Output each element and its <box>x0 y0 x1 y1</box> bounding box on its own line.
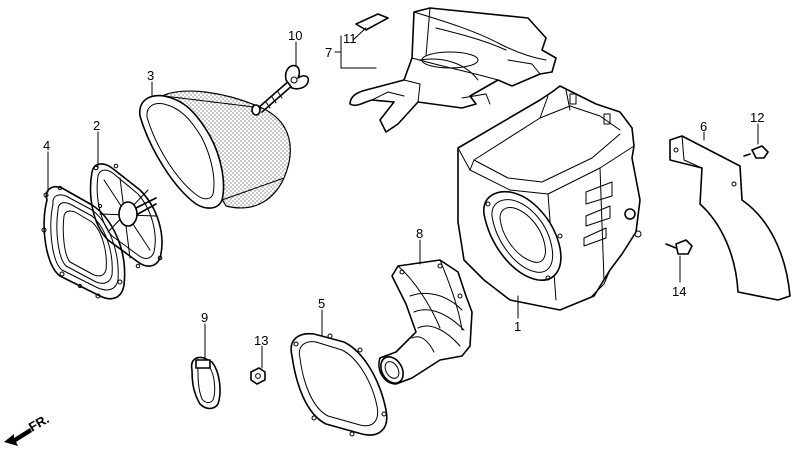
part-7-upper-cover <box>349 7 557 133</box>
label-part-6: 6 <box>700 119 707 134</box>
label-part-9: 9 <box>201 310 208 325</box>
part-6-side-panel <box>669 135 791 301</box>
label-part-3: 3 <box>147 68 154 83</box>
leader-lines <box>47 27 759 369</box>
part-number-labels: 3 2 4 10 11 7 8 1 6 12 14 5 9 13 <box>43 28 764 348</box>
part-8-intake-boot <box>378 259 473 385</box>
label-part-4: 4 <box>43 138 50 153</box>
part-3-foam-filter <box>139 90 291 209</box>
part-9-hose-clamp <box>190 356 221 410</box>
part-2-filter-cage <box>89 163 163 269</box>
part-1-air-cleaner-case <box>457 85 642 311</box>
label-part-10: 10 <box>288 28 302 43</box>
label-part-11: 11 <box>343 31 357 46</box>
label-part-14: 14 <box>672 284 686 299</box>
label-part-7: 7 <box>325 45 332 60</box>
part-4-filter-holder <box>41 185 126 300</box>
label-part-13: 13 <box>254 333 268 348</box>
part-10-wing-bolt <box>251 64 310 116</box>
part-11-label <box>355 13 389 31</box>
part-13-nut <box>250 367 266 385</box>
label-part-8: 8 <box>416 226 423 241</box>
part-12-bolt <box>743 145 769 159</box>
label-part-5: 5 <box>318 296 325 311</box>
label-part-1: 1 <box>514 319 521 334</box>
part-5-gasket <box>290 332 388 437</box>
label-part-2: 2 <box>93 118 100 133</box>
front-direction-marker: FR. <box>4 411 52 446</box>
label-part-12: 12 <box>750 110 764 125</box>
part-14-bolt <box>665 239 693 255</box>
